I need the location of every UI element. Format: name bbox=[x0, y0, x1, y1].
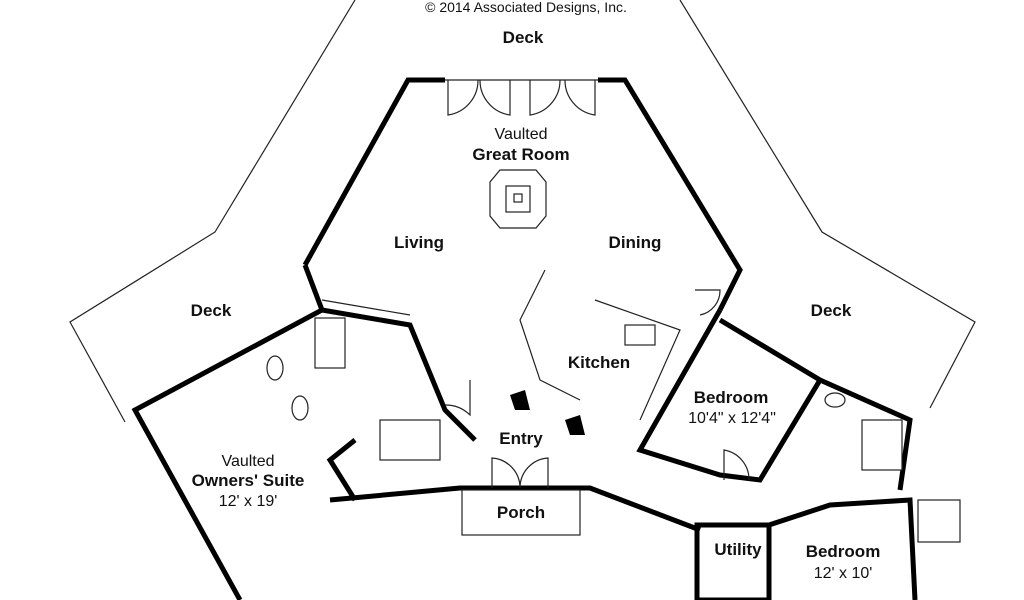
copyright: © 2014 Associated Designs, Inc. bbox=[425, 0, 627, 15]
room-label-kitchen: Kitchen bbox=[568, 353, 630, 372]
great-room-walls bbox=[598, 77, 743, 312]
great-room-walls bbox=[302, 77, 445, 267]
deck-outline bbox=[69, 0, 356, 423]
bedroom-walls bbox=[636, 308, 824, 483]
room-label-utility: Utility bbox=[714, 540, 762, 559]
room-size-bedroom-2: 12' x 10' bbox=[814, 565, 873, 582]
room-label-owners-2: Owners' Suite bbox=[192, 471, 305, 490]
room-label-great-room-1: Vaulted bbox=[494, 126, 547, 143]
room-label-living: Living bbox=[394, 233, 444, 252]
room-label-deck-right: Deck bbox=[811, 301, 852, 320]
room-label-great-room-2: Great Room bbox=[472, 145, 569, 164]
room-label-dining: Dining bbox=[609, 233, 662, 252]
utility-room bbox=[694, 522, 772, 600]
room-label-entry: Entry bbox=[499, 429, 543, 448]
room-size-owners: 12' x 19' bbox=[219, 493, 278, 510]
fireplace-icon bbox=[489, 169, 547, 229]
room-label-deck-top: Deck bbox=[503, 28, 544, 47]
room-label-bedroom-2: Bedroom bbox=[806, 542, 881, 561]
porch bbox=[461, 489, 581, 536]
french-door bbox=[447, 79, 596, 116]
owners-suite-walls bbox=[131, 264, 326, 600]
room-label-bedroom-1: Bedroom bbox=[694, 388, 769, 407]
room-label-owners-1: Vaulted bbox=[221, 453, 274, 470]
deck-outline bbox=[679, 0, 976, 409]
room-size-bedroom-1: 10'4" x 12'4" bbox=[688, 410, 776, 427]
room-label-porch: Porch bbox=[497, 503, 545, 522]
room-label-deck-left: Deck bbox=[191, 301, 232, 320]
